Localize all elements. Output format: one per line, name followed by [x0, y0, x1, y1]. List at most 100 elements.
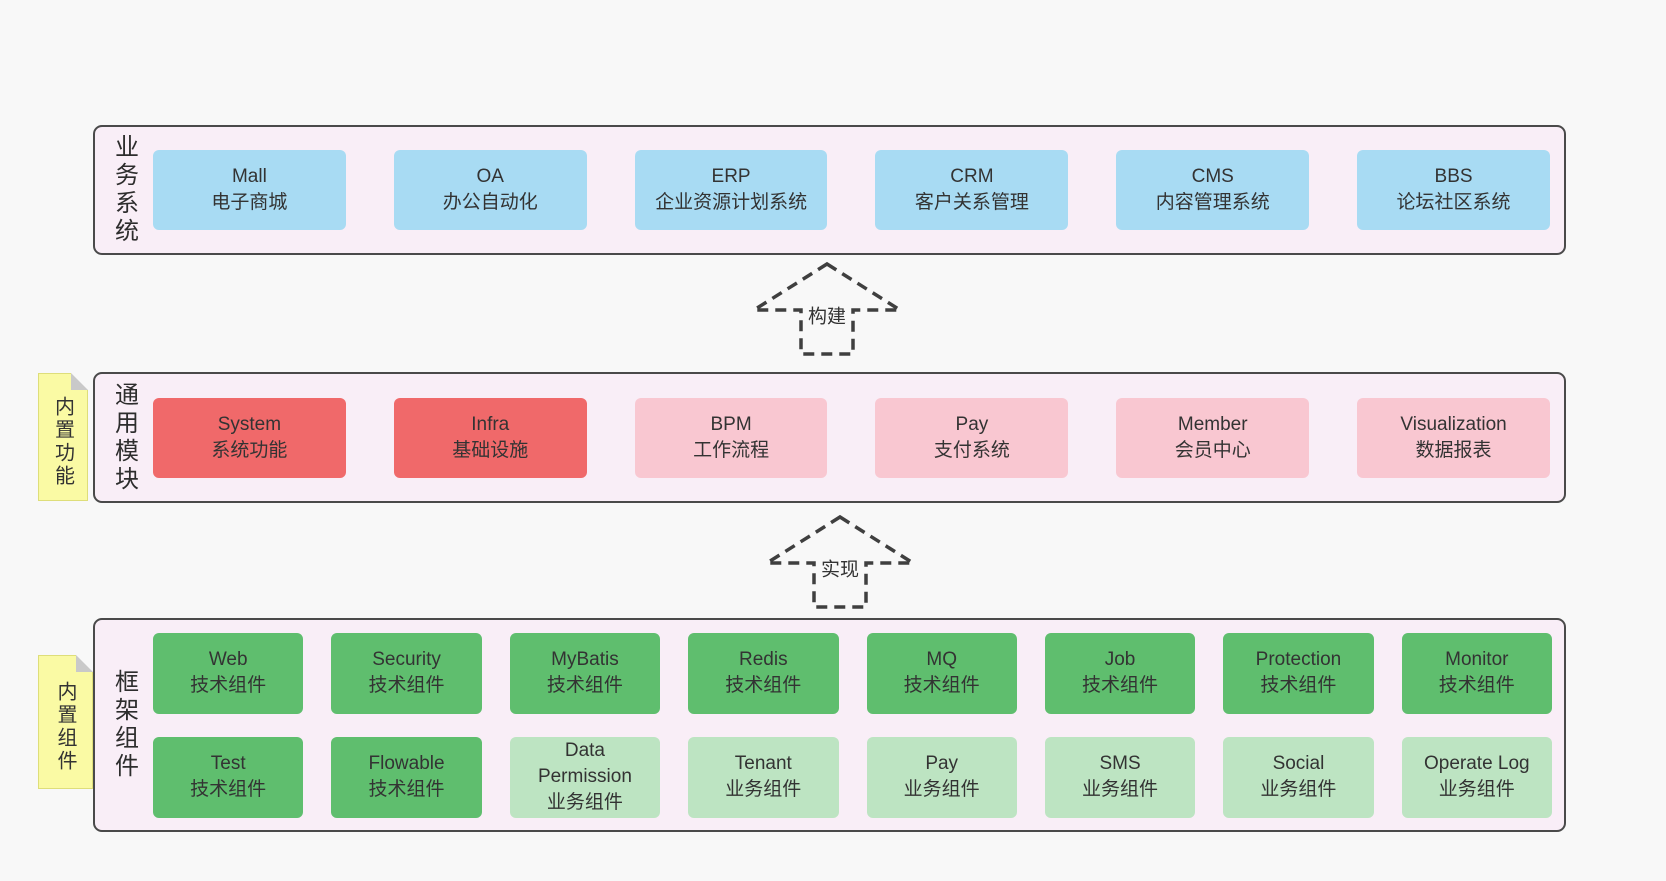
box-title-zh: 客户关系管理 — [914, 192, 1029, 213]
box-title-zh: 技术组件 — [1438, 675, 1515, 696]
box-title-zh: 技术组件 — [368, 779, 445, 800]
box-social: Social 业务组件 — [1223, 736, 1374, 818]
box-redis: Redis 技术组件 — [688, 632, 839, 714]
box-data-permission: Data Permission 业务组件 — [509, 736, 661, 818]
box-title-zh: 数据报表 — [1415, 439, 1492, 461]
box-title-zh: 办公自动化 — [442, 192, 538, 213]
band-common-modules: 通用模块 System 系统功能 Infra 基础设施 BPM 工作流程 Pay… — [93, 372, 1566, 503]
arrow-implement-label: 实现 — [816, 553, 864, 583]
note-fold-corner-icon — [71, 373, 88, 390]
box-monitor: Monitor 技术组件 — [1401, 632, 1552, 714]
box-title-en: Test — [210, 753, 246, 775]
box-title-en: Data Permission — [537, 740, 632, 788]
sticky-note-text: 内置组件 — [54, 681, 76, 773]
box-title-zh: 业务组件 — [1260, 779, 1337, 800]
box-title-en: ERP — [711, 166, 751, 188]
box-title-zh: 技术组件 — [190, 675, 267, 696]
band-row: Test 技术组件 Flowable 技术组件 Data Permission … — [153, 736, 1552, 818]
box-title-en: Web — [208, 649, 248, 671]
band-row: Web 技术组件 Security 技术组件 MyBatis 技术组件 Redi… — [153, 632, 1552, 714]
box-title-en: Security — [372, 649, 441, 671]
box-title-zh: 技术组件 — [725, 675, 802, 696]
box-operate-log: Operate Log 业务组件 — [1401, 736, 1552, 818]
box-title-en: BPM — [710, 413, 752, 435]
arrow-build: 构建 — [750, 261, 904, 357]
box-security: Security 技术组件 — [331, 632, 482, 714]
box-test: Test 技术组件 — [153, 736, 304, 818]
box-visualization: Visualization 数据报表 — [1357, 397, 1550, 478]
box-member: Member 会员中心 — [1116, 397, 1310, 478]
sticky-note-built-in-features: 内置功能 — [38, 373, 88, 501]
band-row: System 系统功能 Infra 基础设施 BPM 工作流程 Pay 支付系统… — [153, 397, 1550, 478]
box-title-zh: 会员中心 — [1174, 439, 1251, 461]
box-pay: Pay 支付系统 — [875, 397, 1069, 478]
box-title-en: CMS — [1191, 166, 1234, 188]
up-arrow-icon — [750, 261, 904, 356]
box-title-zh: 业务组件 — [903, 779, 980, 800]
band-label-framework-components: 框架组件 — [110, 669, 138, 781]
box-title-en: Infra — [471, 413, 510, 435]
box-bpm: BPM 工作流程 — [634, 397, 828, 478]
box-crm: CRM 客户关系管理 — [875, 150, 1069, 230]
box-title-en: Pay — [955, 413, 989, 435]
note-fold-corner-icon — [76, 655, 93, 672]
box-title-en: Member — [1177, 413, 1248, 435]
box-web: Web 技术组件 — [153, 632, 304, 714]
box-title-en: Social — [1272, 753, 1325, 775]
box-title-zh: 工作流程 — [693, 439, 770, 461]
box-title-en: Job — [1104, 649, 1136, 671]
box-sms: SMS 业务组件 — [1044, 736, 1196, 818]
box-title-en: Protection — [1255, 649, 1342, 671]
box-title-en: CRM — [950, 166, 994, 188]
sticky-note-built-in-components: 内置组件 — [38, 655, 93, 789]
box-mybatis: MyBatis 技术组件 — [509, 632, 661, 714]
band-row: Mall 电子商城 OA 办公自动化 ERP 企业资源计划系统 CRM 客户关系… — [153, 150, 1550, 230]
arrow-build-label: 构建 — [803, 300, 851, 330]
box-title-zh: 支付系统 — [933, 439, 1010, 461]
box-title-en: System — [217, 413, 282, 435]
box-title-zh: 电子商城 — [211, 192, 288, 213]
box-bbs: BBS 论坛社区系统 — [1357, 150, 1550, 230]
box-title-zh: 业务组件 — [546, 791, 623, 813]
band-framework-components: 框架组件 Web 技术组件 Security 技术组件 MyBatis 技术组件… — [93, 618, 1566, 832]
box-mq: MQ 技术组件 — [866, 632, 1017, 714]
box-title-zh: 技术组件 — [1260, 675, 1337, 696]
box-title-zh: 技术组件 — [1082, 675, 1159, 696]
box-title-en: Monitor — [1445, 649, 1509, 671]
box-title-en: SMS — [1099, 753, 1141, 775]
box-infra: Infra 基础设施 — [393, 397, 587, 478]
box-title-en: Mall — [231, 166, 267, 188]
box-system: System 系统功能 — [153, 397, 346, 478]
arrow-implement: 实现 — [763, 514, 917, 610]
band-rows: Mall 电子商城 OA 办公自动化 ERP 企业资源计划系统 CRM 客户关系… — [153, 127, 1564, 253]
band-label-business-systems: 业务系统 — [110, 134, 138, 246]
box-title-zh: 技术组件 — [368, 675, 445, 696]
box-mall: Mall 电子商城 — [153, 150, 346, 230]
box-job: Job 技术组件 — [1044, 632, 1196, 714]
box-title-zh: 内容管理系统 — [1155, 192, 1270, 213]
box-title-en: MQ — [926, 649, 957, 671]
box-title-zh: 系统功能 — [211, 439, 288, 461]
box-title-zh: 基础设施 — [452, 439, 529, 461]
box-title-en: Operate Log — [1423, 753, 1530, 775]
box-title-en: Flowable — [368, 753, 445, 775]
box-pay-business: Pay 业务组件 — [866, 736, 1017, 818]
box-title-zh: 业务组件 — [725, 779, 802, 800]
band-business-systems: 业务系统 Mall 电子商城 OA 办公自动化 ERP 企业资源计划系统 CRM… — [93, 125, 1566, 255]
box-title-zh: 企业资源计划系统 — [655, 192, 808, 213]
box-title-zh: 技术组件 — [903, 675, 980, 696]
box-title-en: Redis — [739, 649, 788, 671]
box-flowable: Flowable 技术组件 — [331, 736, 482, 818]
box-tenant: Tenant 业务组件 — [688, 736, 839, 818]
sticky-note-text: 内置功能 — [51, 396, 74, 488]
up-arrow-icon — [763, 514, 917, 609]
box-title-en: Visualization — [1400, 413, 1507, 435]
box-title-zh: 技术组件 — [546, 675, 623, 696]
box-title-en: Pay — [925, 753, 959, 775]
box-title-en: BBS — [1434, 166, 1473, 188]
box-title-en: MyBatis — [551, 649, 619, 671]
box-title-zh: 业务组件 — [1082, 779, 1159, 800]
box-erp: ERP 企业资源计划系统 — [634, 150, 828, 230]
box-cms: CMS 内容管理系统 — [1116, 150, 1310, 230]
box-title-zh: 技术组件 — [190, 779, 267, 800]
